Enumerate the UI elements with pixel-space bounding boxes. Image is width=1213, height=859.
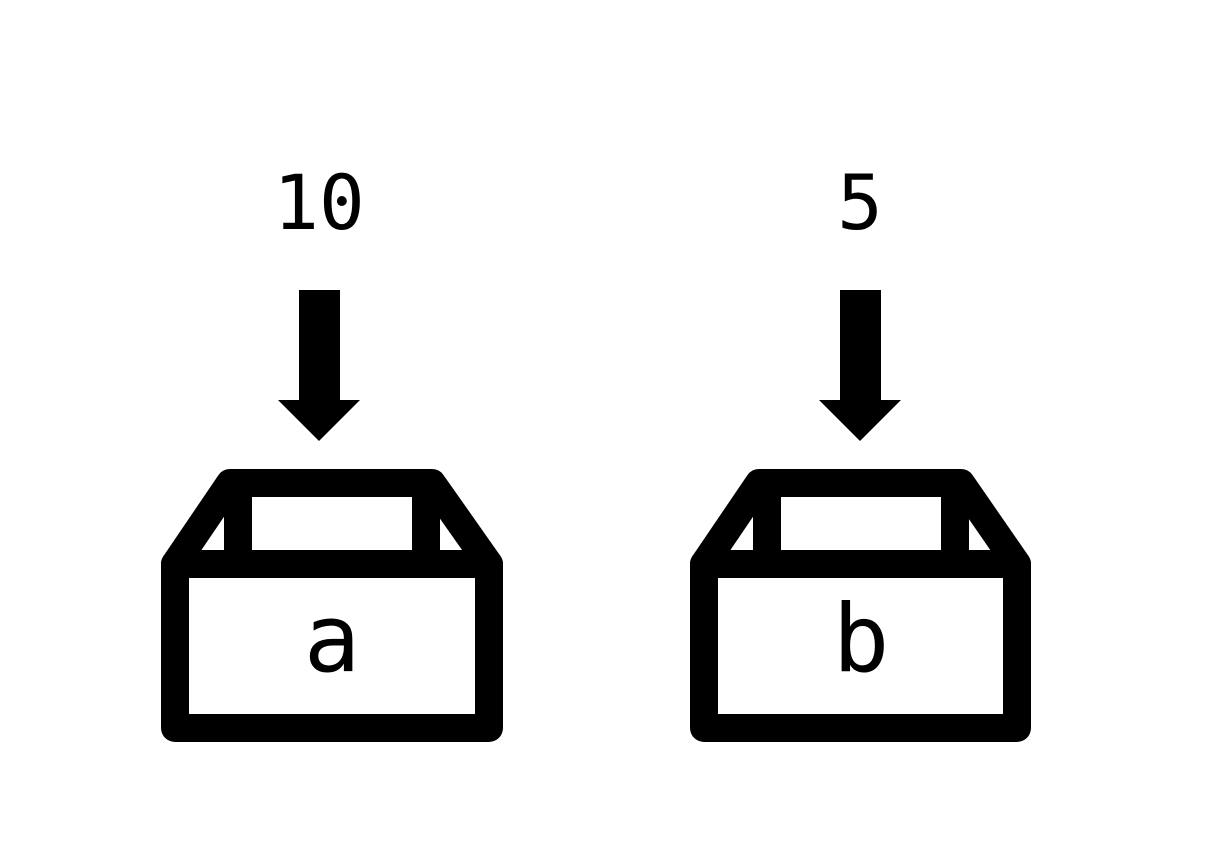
assigned-value-a: 10 [273,158,365,247]
open-box-icon [690,469,1031,742]
variable-name-b: b [832,585,890,694]
assigned-value-b: 5 [837,158,883,247]
variable-name-a: a [303,585,361,694]
variable-group-a [161,290,503,742]
arrow-down-icon [278,290,360,441]
variable-group-b [690,290,1031,742]
open-box-icon [161,469,503,742]
arrow-down-icon [819,290,901,441]
